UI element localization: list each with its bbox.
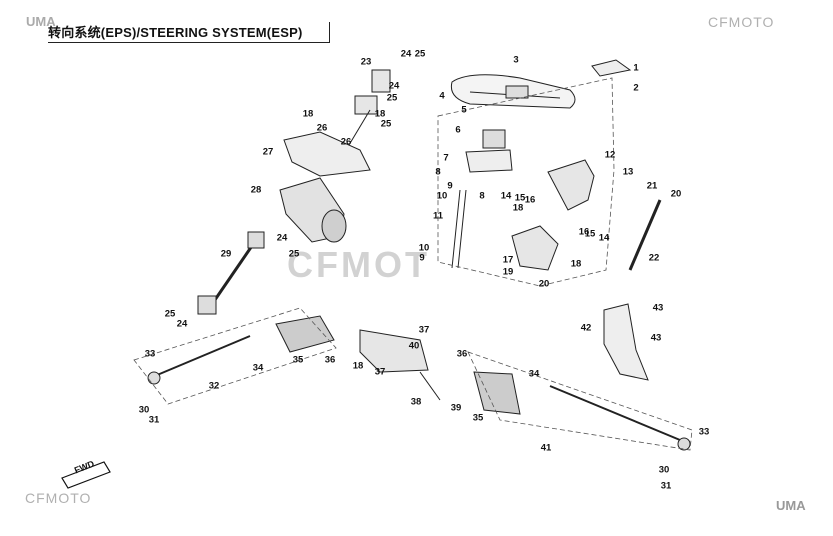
callout-label: 3 — [513, 54, 519, 66]
callout-label: 13 — [622, 166, 634, 178]
callout-label: 43 — [652, 302, 664, 314]
callout-label: 36 — [456, 348, 468, 360]
group-boundary-column — [437, 77, 615, 287]
callout-label: 24 — [400, 48, 412, 60]
callout-label: 36 — [324, 354, 336, 366]
callout-label: 37 — [374, 366, 386, 378]
callout-label: 2 — [633, 82, 639, 94]
callout-label: 38 — [410, 396, 422, 408]
callout-label: 33 — [144, 348, 156, 360]
callout-label: 31 — [660, 480, 672, 492]
boot-left — [275, 315, 335, 353]
callout-label: 11 — [432, 210, 444, 222]
callout-label: 25 — [414, 48, 426, 60]
callout-label: 35 — [292, 354, 304, 366]
callout-label: 31 — [148, 414, 160, 426]
callout-label: 24 — [388, 80, 400, 92]
callout-label: 16 — [578, 226, 590, 238]
callout-label: 37 — [418, 324, 430, 336]
callout-label: 25 — [164, 308, 176, 320]
page-title: 转向系统(EPS)/STEERING SYSTEM(ESP) — [48, 25, 303, 40]
callout-label: 18 — [512, 202, 524, 214]
callout-label: 20 — [538, 278, 550, 290]
callout-label: 26 — [340, 136, 352, 148]
callout-label: 20 — [670, 188, 682, 200]
callout-label: 10 — [436, 190, 448, 202]
tie-rod-right — [549, 385, 691, 451]
callout-label: 18 — [302, 108, 314, 120]
uma-logo-bottom-right: UMA — [776, 498, 806, 513]
callout-label: 1 — [633, 62, 639, 74]
horn-cover — [591, 59, 632, 77]
steering-column-upper — [451, 129, 513, 269]
callout-label: 9 — [447, 180, 453, 192]
callout-label: 25 — [288, 248, 300, 260]
callout-label: 42 — [580, 322, 592, 334]
steering-wheel — [450, 74, 576, 109]
gas-strut — [628, 199, 662, 271]
eps-motor — [279, 177, 347, 243]
callout-label: 15 — [514, 192, 526, 204]
callout-label: 8 — [479, 190, 485, 202]
u-joint-upper — [339, 69, 391, 161]
callout-label: 16 — [524, 194, 536, 206]
callout-label: 25 — [380, 118, 392, 130]
callout-label: 25 — [386, 92, 398, 104]
callout-label: 14 — [598, 232, 610, 244]
callout-label: 5 — [461, 104, 467, 116]
intermediate-shaft — [197, 231, 265, 315]
callout-label: 18 — [374, 108, 386, 120]
callout-label: 21 — [646, 180, 658, 192]
callout-label: 39 — [450, 402, 462, 414]
callout-label: 18 — [352, 360, 364, 372]
callout-label: 27 — [262, 146, 274, 158]
callout-label: 8 — [435, 166, 441, 178]
steering-gear — [359, 329, 441, 401]
bracket-42 — [603, 303, 649, 381]
callout-label: 23 — [360, 56, 372, 68]
brand-logo-top-right: CFMOTO — [708, 14, 775, 30]
watermark-center: CFMOT — [287, 244, 430, 285]
callout-label: 28 — [250, 184, 262, 196]
title-frame: 转向系统(EPS)/STEERING SYSTEM(ESP) — [48, 22, 330, 43]
callout-label: 4 — [439, 90, 445, 102]
callout-label: 33 — [698, 426, 710, 438]
callout-label: 26 — [316, 122, 328, 134]
brand-logo-bottom-left: CFMOTO — [25, 490, 92, 506]
callout-label: 34 — [528, 368, 540, 380]
mount-bracket — [283, 131, 371, 177]
tilt-bracket — [511, 159, 595, 271]
callout-label: 43 — [650, 332, 662, 344]
callout-label: 17 — [502, 254, 514, 266]
callout-label: 30 — [138, 404, 150, 416]
callout-label: 15 — [584, 228, 596, 240]
group-boundary-rack-right — [467, 351, 693, 451]
boot-right — [473, 371, 521, 415]
callout-label: 19 — [502, 266, 514, 278]
callout-label: 9 — [419, 252, 425, 264]
callout-label: 6 — [455, 124, 461, 136]
callout-label: 10 — [418, 242, 430, 254]
callout-label: 24 — [176, 318, 188, 330]
uma-logo-top-left: UMA — [26, 14, 56, 29]
callout-label: 29 — [220, 248, 232, 260]
group-boundary-rack-left — [133, 307, 337, 405]
callout-label: 40 — [408, 340, 420, 352]
callout-label: 12 — [604, 149, 616, 161]
callout-label: 14 — [500, 190, 512, 202]
callout-label: 35 — [472, 412, 484, 424]
callout-label: 22 — [648, 252, 660, 264]
callout-label: 41 — [540, 442, 552, 454]
callout-label: 30 — [658, 464, 670, 476]
callout-label: 34 — [252, 362, 264, 374]
callout-label: 24 — [276, 232, 288, 244]
forward-arrow-icon — [61, 461, 111, 489]
tie-rod-left — [147, 335, 251, 385]
callout-label: 7 — [443, 152, 449, 164]
callout-label: 18 — [570, 258, 582, 270]
callout-label: 32 — [208, 380, 220, 392]
